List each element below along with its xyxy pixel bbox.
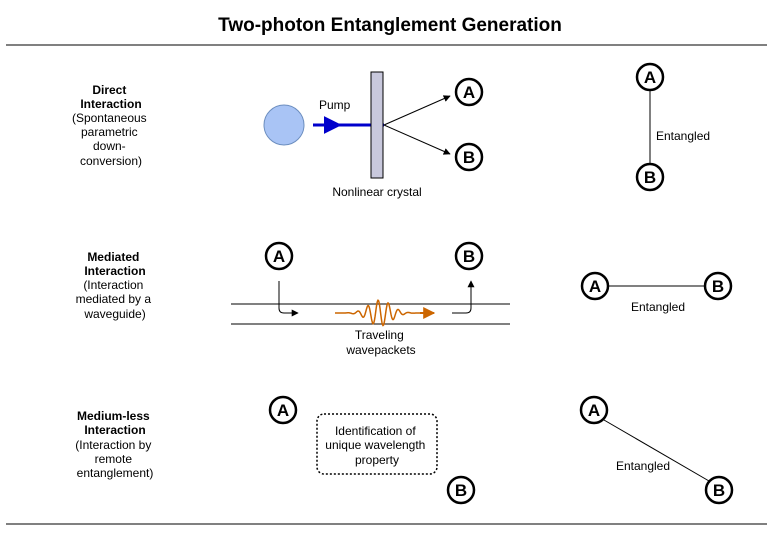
entangled-node-a: A [579,395,609,425]
medium-less-description: (Interaction by remote entanglement) [75,438,154,480]
wavepacket-label: Traveling wavepackets [345,328,415,357]
photon-path-b [383,124,451,155]
svg-text:B: B [463,148,475,167]
coupling-out-arrow [452,280,475,314]
wavepacket [335,299,423,327]
nonlinear-crystal [370,71,384,179]
medium-less-heading: Medium-less Interaction [77,409,153,437]
mediated-heading: Mediated Interaction [84,250,145,278]
row-mediated-interaction: Mediated Interaction (Interaction mediat… [76,241,733,357]
entangled-node-b: B [704,475,734,505]
entangled-label: Entangled [656,129,710,143]
svg-text:B: B [713,481,725,500]
remote-photon-b-node: B [446,475,476,505]
svg-text:A: A [644,68,656,87]
svg-text:B: B [712,277,724,296]
entanglement-edge [603,419,710,482]
wavelength-identification-label: Identification of unique wavelength prop… [325,424,428,467]
entangled-node-b: B [703,271,733,301]
row-direct-interaction: Direct Interaction (Spontaneous parametr… [72,62,710,199]
mediated-description: (Interaction mediated by a waveguide) [76,278,155,321]
svg-text:A: A [273,247,285,266]
page-title: Two-photon Entanglement Generation [218,15,562,36]
svg-text:A: A [463,83,475,102]
svg-text:A: A [589,277,601,296]
input-photon-a-node: A [264,241,294,271]
svg-text:B: B [463,247,475,266]
direct-description: (Spontaneous parametric down- conversion… [72,111,150,168]
direct-heading: Direct Interaction [80,83,141,111]
wavelength-identification-box [316,413,438,475]
entangled-node-a: A [580,271,610,301]
photon-a-node: A [454,77,484,107]
crystal-label: Nonlinear crystal [332,185,421,199]
svg-text:B: B [455,481,467,500]
entangled-label: Entangled [631,300,685,314]
coupling-in-arrow [278,281,299,317]
row-medium-less-interaction: Medium-less Interaction (Interaction by … [75,395,734,505]
photon-b-node: B [454,142,484,172]
svg-text:B: B [644,168,656,187]
entangled-label: Entangled [616,459,670,473]
pump-label: Pump [319,98,351,112]
pump-source [263,104,305,146]
entangled-node-b: B [635,162,665,192]
svg-text:A: A [277,401,289,420]
photon-path-a [383,95,451,126]
remote-photon-a-node: A [268,395,298,425]
svg-text:A: A [588,401,600,420]
entangled-node-a: A [635,62,665,92]
output-photon-b-node: B [454,241,484,271]
